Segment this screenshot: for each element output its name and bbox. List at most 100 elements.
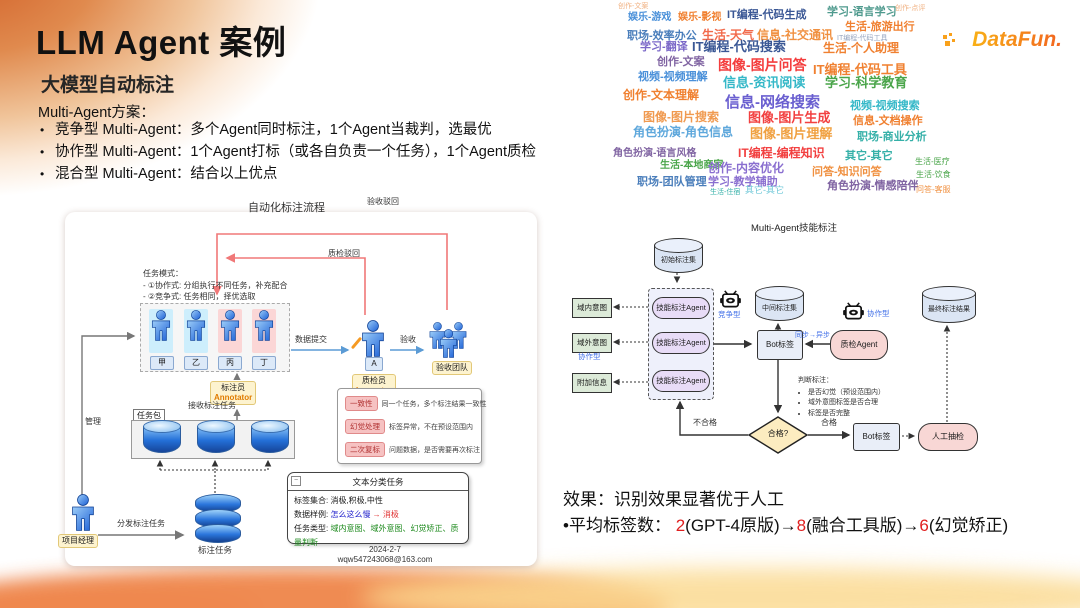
- word-cloud-term: 视频-视频搜索: [850, 100, 920, 112]
- sync-async-label: 同步→异步: [795, 332, 830, 339]
- word-cloud-term: 学习-教学辅助: [708, 176, 778, 188]
- mid-dataset-label: 中间标注集: [762, 305, 797, 313]
- annotator-role-cn: 标注员: [221, 383, 246, 392]
- subtitle: 大模型自动标注: [41, 75, 175, 96]
- final-dataset-label: 最终标注结果: [928, 306, 970, 314]
- results-line1: 效果：识别效果显著优于人工: [563, 490, 784, 509]
- annotator-person-icon: [186, 310, 206, 341]
- footer-date: 2024-2-7: [368, 545, 402, 554]
- word-cloud-term: 娱乐-游戏: [628, 12, 672, 23]
- results-block: 效果：识别效果显著优于人工 •平均标签数： 2(GPT-4原版)→8(融合工具版…: [563, 487, 1043, 539]
- word-cloud-term: 生活-医疗: [915, 157, 950, 166]
- scheme-bullets: 竞争型 Multi-Agent：多个Agent同时标注，1个Agent当裁判，选…: [38, 119, 536, 185]
- task-db-icon: [197, 420, 235, 453]
- legend-desc: 同一个任务，多个标注结果一致性: [381, 400, 487, 408]
- task-card-header: − 文本分类任务: [288, 473, 468, 491]
- word-cloud-term: 角色扮演-情感陪伴: [827, 180, 919, 192]
- inspector-person-icon: [362, 320, 384, 357]
- skill-agent-pill: 技能标注Agent: [652, 370, 710, 392]
- sample-row: 数据样例: 怎么这么慢 → 消极: [294, 510, 399, 519]
- annotator-role-en: Annotator: [214, 393, 253, 402]
- reject-accept-label: 验收驳回: [367, 197, 399, 206]
- annotator-person-icon: [151, 310, 171, 341]
- legend-pill: 幻觉处理: [345, 419, 385, 434]
- team-person-icon: [440, 329, 457, 358]
- word-cloud-term: 学习-翻译: [640, 41, 688, 53]
- results-line2: •平均标签数： 2(GPT-4原版)→8(融合工具版)→6(幻觉矫正): [563, 516, 1009, 535]
- task-mode-note: 任务模式： - ①协作式: 分组执行不同任务，补充配合 - ②竞争式: 任务相同…: [143, 268, 288, 303]
- final-dataset-db: 最终标注结果: [922, 286, 976, 323]
- annotator-tag: 丙: [218, 356, 242, 370]
- word-cloud-term: 职场-商业分析: [857, 131, 927, 143]
- word-cloud-term: 问答-知识问答: [812, 166, 882, 178]
- word-cloud-term: IT编程-编程知识: [738, 146, 825, 160]
- annotation-task-label: 标注任务: [198, 545, 233, 555]
- initial-dataset-label: 初始标注集: [661, 257, 696, 265]
- word-cloud-term: 图像-图片问答: [718, 57, 807, 73]
- word-cloud-term: 创作-文案: [657, 56, 705, 68]
- legend-pill: 二次复标: [345, 442, 385, 457]
- word-cloud-term: IT编程-代码工具: [837, 35, 888, 42]
- word-cloud-term: 视频-视频理解: [638, 71, 708, 83]
- robot-compete-icon: [719, 289, 742, 308]
- word-cloud-term: IT编程-代码搜索: [692, 39, 786, 54]
- accept-team-label: 验收团队: [432, 361, 472, 375]
- legend-desc: 标签异常，不在预设范围内: [389, 423, 473, 431]
- word-cloud-term: 信息-社交通讯: [757, 28, 833, 42]
- word-cloud-term: 生活-饮食: [916, 170, 951, 179]
- word-cloud-term: 创作-内容优化: [708, 161, 784, 175]
- annotator-tag: 甲: [150, 356, 174, 370]
- compete-mode-label: 竞争型: [718, 310, 741, 319]
- word-cloud-term: IT编程-代码生成: [727, 9, 807, 21]
- judge-list: 是否幻觉（预设范围内） 域外意图标签是否合理 标签是否完整: [800, 388, 885, 420]
- legend-desc: 问题数据，是否需要再次标注: [389, 446, 480, 454]
- skill-agent-pill: 技能标注Agent: [652, 332, 710, 354]
- word-cloud-term: 信息-网络搜索: [725, 94, 820, 111]
- bullet-collab: 协作型 Multi-Agent：1个Agent打标（或各自负责一个任务），1个A…: [38, 141, 536, 163]
- word-cloud-term: 娱乐-影视: [678, 12, 722, 23]
- collab-mode-label: 协作型: [578, 352, 601, 361]
- type-row: 任务类型: 域内意图、域外意图、幻觉矫正、质量判断: [294, 524, 459, 547]
- minimize-icon: −: [291, 476, 301, 486]
- annotators-box: 甲 乙 丙 丁: [140, 303, 290, 372]
- word-cloud-term: IT编程-代码工具: [813, 62, 907, 77]
- label-set-row: 标签集合: 消极,积极,中性: [294, 496, 383, 505]
- task-mode-line2: - ②竞争式: 任务相同，择优选取: [143, 292, 256, 302]
- annotator-role-label: 标注员 Annotator: [210, 381, 257, 405]
- extra-info-box: 附加信息: [572, 373, 612, 393]
- text-classification-card: − 文本分类任务 标签集合: 消极,积极,中性 数据样例: 怎么这么慢 → 消极…: [287, 472, 469, 547]
- receive-label: 接收标注任务: [188, 401, 236, 410]
- bullet-compete: 竞争型 Multi-Agent：多个Agent同时标注，1个Agent当裁判，选…: [38, 119, 536, 141]
- word-cloud-term: 职场-团队管理: [637, 176, 707, 188]
- word-cloud-term: 信息-资讯阅读: [723, 75, 806, 90]
- pm-label: 项目经理: [58, 534, 98, 548]
- pm-person-icon: [72, 494, 94, 531]
- word-cloud-term: 生活-旅游出行: [845, 21, 915, 33]
- qc-agent-pill: 质检Agent: [830, 330, 888, 360]
- flow-connectors: [81, 233, 448, 540]
- footer-email: wqw547243068@163.com: [337, 555, 433, 564]
- bullet-hybrid: 混合型 Multi-Agent：结合以上优点: [38, 163, 536, 185]
- word-cloud-term: 图像-图片生成: [748, 110, 831, 125]
- word-cloud-term: 职场-效率办公: [627, 30, 697, 42]
- skill-agent-pill: 技能标注Agent: [652, 297, 710, 319]
- word-cloud-term: 生活-天气: [702, 28, 754, 42]
- flow-title: 自动化标注流程: [248, 202, 325, 214]
- task-card-body: 标签集合: 消极,积极,中性 数据样例: 怎么这么慢 → 消极 任务类型: 域内…: [288, 491, 468, 553]
- qc-legend: 一致性 同一个任务，多个标注结果一致性 幻觉处理 标签异常，不在预设范围内 二次…: [337, 388, 487, 464]
- annotator-tag: 乙: [184, 356, 208, 370]
- datafun-logo: DataFun.: [972, 28, 1062, 51]
- annotation-task-db-icon: [195, 494, 241, 543]
- manual-check-pill: 人工抽检: [918, 423, 978, 451]
- word-cloud-term: 创作-文案: [618, 3, 649, 10]
- bot-label-box2: Bot标签: [853, 423, 900, 451]
- robot-collab-icon: [842, 301, 865, 320]
- inspector-badge: A: [365, 357, 383, 371]
- reject-qc-label: 质检驳回: [328, 249, 360, 258]
- annotator-person-icon: [254, 310, 274, 341]
- in-domain-box: 域内意图: [572, 298, 612, 318]
- fail-label: 不合格: [693, 418, 717, 427]
- task-mode-line1: - ①协作式: 分组执行不同任务，补充配合: [143, 280, 288, 290]
- judge-heading: 判断标注：: [798, 377, 833, 384]
